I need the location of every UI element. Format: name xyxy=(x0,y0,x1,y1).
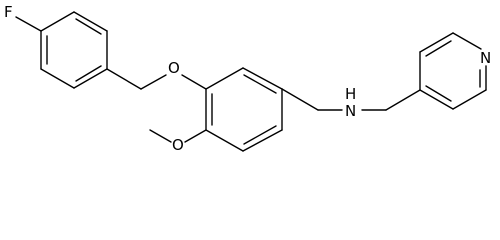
aryl-ch2-bond xyxy=(281,88,319,111)
methoxy-ch3-bond xyxy=(149,129,172,143)
fluorine-atom-label: F xyxy=(4,3,13,21)
amine-nitrogen-label: N xyxy=(345,102,356,120)
methoxy-oxygen-label: O xyxy=(172,136,184,154)
ch2-o-bond xyxy=(140,74,167,90)
fluorophenyl-ring xyxy=(40,11,108,89)
central-benzene-ring xyxy=(205,67,283,152)
amine-hydrogen-label: H xyxy=(345,85,356,103)
aryl-o-methoxy-bond xyxy=(184,129,207,143)
o-aryl-bond xyxy=(181,74,207,90)
chemical-structure-diagram: F O O H N N xyxy=(4,3,491,154)
pyridine-ring xyxy=(419,32,487,110)
pyridine-nitrogen-label: N xyxy=(480,49,491,67)
c-f-bond xyxy=(15,16,42,32)
ch2-pyridyl-bond xyxy=(385,89,421,111)
benzyl-ch2-bond xyxy=(106,68,142,90)
ether-oxygen-label: O xyxy=(168,59,180,77)
